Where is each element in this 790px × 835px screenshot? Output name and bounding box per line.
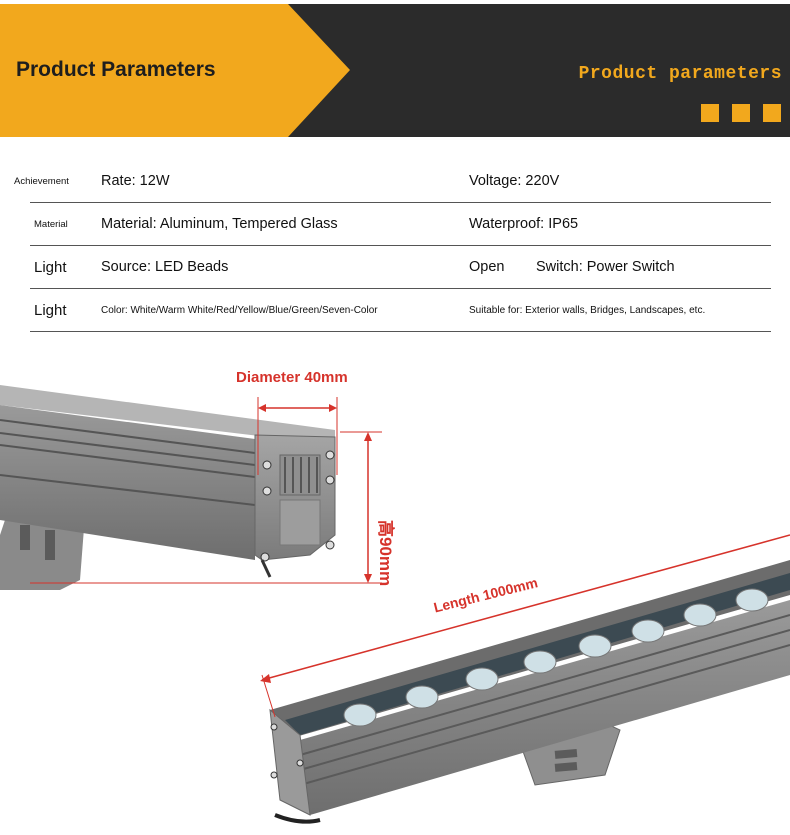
table-row: Achievement Rate: 12W Voltage: 220V [14,160,771,203]
banner-shape [0,4,350,137]
param-key: Light [34,301,67,319]
banner-subtitle: Product parameters [578,64,782,84]
header-banner: Product Parameters Product parameters [0,4,790,137]
param-value: Suitable for: Exterior walls, Bridges, L… [469,304,706,316]
param-key: Material [34,218,68,230]
param-value: Waterproof: IP65 [469,216,579,232]
param-value: Open [469,259,505,275]
fixture-end-view [0,385,336,590]
height-label: 高90mm [376,520,395,587]
diameter-dimension [257,397,338,475]
banner-title: Product Parameters [16,58,216,81]
param-value: Switch: Power Switch [536,259,675,275]
decor-square [701,104,719,122]
length-dimension [260,534,790,718]
param-value: Source: LED Beads [101,259,229,275]
decor-square [732,104,750,122]
product-illustration [0,385,790,824]
param-value: Color: White/Warm White/Red/Yellow/Blue/… [101,304,378,316]
parameters-table: Achievement Rate: 12W Voltage: 220V Mate… [14,160,771,332]
param-key: Achievement [14,175,69,187]
banner-yellow-arrow [0,4,350,137]
fixture-perspective-view [269,560,790,824]
table-row: Material Material: Aluminum, Tempered Gl… [30,203,771,246]
param-value: Rate: 12W [101,173,170,189]
decor-square [763,104,781,122]
param-key: Light [34,258,67,276]
height-dimension [30,431,382,584]
diameter-label: Diameter 40mm [236,369,348,386]
table-row: Light Color: White/Warm White/Red/Yellow… [30,289,771,332]
param-value: Material: Aluminum, Tempered Glass [101,216,338,232]
table-row: Light Source: LED Beads Open Switch: Pow… [30,246,771,289]
param-value: Voltage: 220V [469,173,560,189]
